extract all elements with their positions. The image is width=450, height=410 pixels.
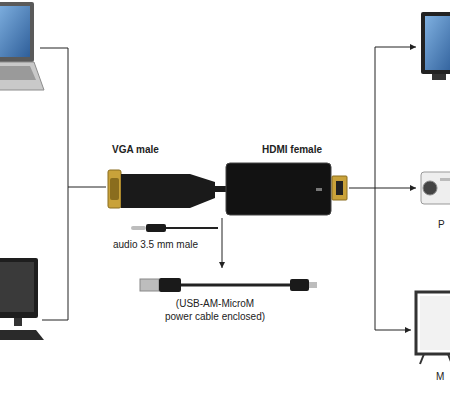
tv-screen (425, 16, 450, 70)
adapter-led (316, 188, 322, 191)
vga-hood (121, 174, 215, 208)
tv-stand (432, 74, 446, 80)
laptop (0, 2, 44, 90)
arrow (375, 47, 416, 48)
wire (40, 48, 68, 320)
wire (68, 187, 106, 188)
desktop-monitor (0, 258, 44, 340)
vga-pins (110, 178, 119, 200)
usb-cable (140, 278, 317, 292)
hdmi-port (332, 176, 347, 200)
laptop-base (0, 62, 44, 90)
audio-cable (131, 224, 218, 232)
arrow (375, 188, 416, 189)
adapter-box (226, 163, 331, 215)
keyboard (0, 330, 44, 340)
display-screen (420, 296, 450, 350)
audio-plug (146, 224, 166, 232)
projector (421, 172, 450, 204)
monitor-frame (0, 258, 38, 318)
display-leg (420, 354, 424, 364)
display-monitor (416, 292, 450, 364)
cable-note: (USB-AM-MicroM power cable enclosed) (161, 297, 269, 323)
hdmi-slot (336, 181, 343, 195)
cable (215, 186, 227, 192)
laptop-screen (0, 6, 30, 57)
arrow (375, 330, 411, 331)
cable (181, 284, 291, 287)
vga-plate (108, 170, 121, 208)
projector-lens (423, 181, 437, 195)
projector-vent (440, 178, 450, 181)
usb-a-metal (140, 279, 159, 291)
audio-tip (131, 226, 146, 230)
wire (349, 188, 375, 189)
display-frame (416, 292, 450, 354)
monitor-stand (14, 318, 22, 326)
monitor-screen (0, 262, 34, 312)
tv-frame (421, 12, 450, 74)
arrow (222, 218, 223, 268)
micro-usb-body (290, 279, 309, 291)
device-label: M (436, 370, 444, 383)
micro-usb-metal (309, 282, 317, 288)
laptop-lid (0, 2, 34, 62)
cable-label: audio 3.5 mm male (113, 238, 198, 251)
vga-connector (108, 170, 227, 208)
usb-a-body (159, 278, 181, 292)
laptop-keyboard (0, 66, 36, 80)
display-leg (448, 354, 450, 364)
connector-label: VGA male (112, 143, 159, 156)
device-label: P (438, 218, 445, 231)
tv (421, 12, 450, 80)
cable (165, 227, 218, 229)
connector-label: HDMI female (262, 143, 322, 156)
projector-body (421, 172, 450, 204)
adapter (226, 163, 347, 215)
